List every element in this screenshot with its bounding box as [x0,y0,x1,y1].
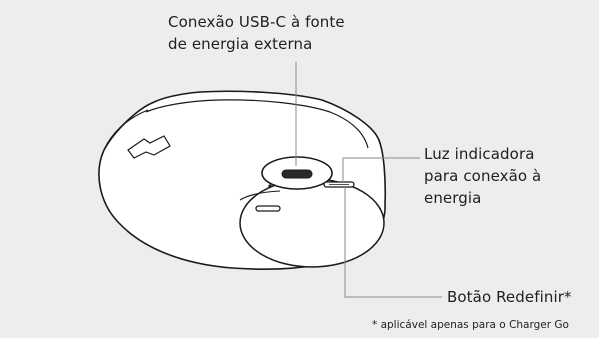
led-leader-line [342,157,420,183]
led-callout-line-1: Luz indicadora [424,145,535,163]
usb-c-port [281,169,313,179]
led-callout: Luz indicadora para conexão à energia [424,143,541,209]
reset-button [255,205,281,212]
side-dot [268,184,272,188]
left-side-edge [103,109,149,151]
usb-c-callout: Conexão USB-C à fonte de energia externa [168,11,345,55]
reset-leader-line [344,187,442,298]
led-callout-line-2: para conexão à [424,167,542,185]
latch-tab [127,135,171,159]
front-rim [239,190,281,201]
usb-c-callout-line-2: de energia externa [168,35,313,53]
reset-callout: Botão Redefinir* [447,286,572,308]
reset-callout-text: Botão Redefinir* [447,288,572,306]
front-panel [239,178,385,268]
led-callout-line-3: energia [424,189,482,207]
top-face-edge [145,99,369,149]
usb-c-callout-line-1: Conexão USB-C à fonte [168,13,345,31]
footnote: * aplicável apenas para o Charger Go [372,319,569,331]
